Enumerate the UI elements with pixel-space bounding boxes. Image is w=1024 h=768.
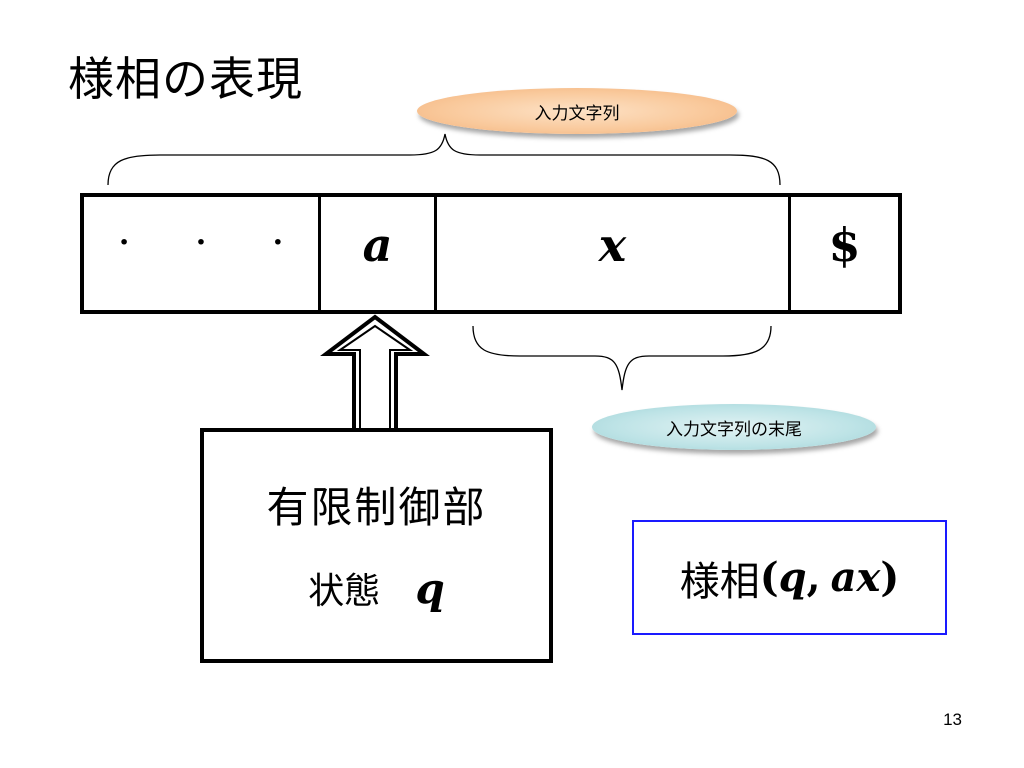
state-row: 状態 q [204, 562, 549, 614]
finite-control-title: 有限制御部 [266, 483, 487, 532]
input-string-callout: 入力文字列 [417, 88, 737, 134]
tape-cell-a: a [321, 197, 437, 310]
state-variable: q [415, 564, 445, 613]
state-label: 状態 [308, 571, 381, 612]
suffix-brace [472, 325, 772, 391]
input-suffix-label: 入力文字列の末尾 [666, 419, 802, 440]
configuration-input: ax [830, 554, 881, 601]
configuration-open-paren: ( [759, 554, 779, 601]
tape-cell-ellipsis: · · · [84, 197, 321, 310]
tape-cell-end-marker: $ [828, 217, 861, 272]
finite-control-box: 有限制御部 状態 q [200, 428, 553, 663]
configuration-close-paren: ) [880, 554, 900, 601]
slide-title: 様相の表現 [68, 52, 303, 106]
read-head-arrow [320, 314, 430, 432]
input-suffix-callout: 入力文字列の末尾 [592, 404, 876, 450]
configuration-label: 様相 [679, 558, 760, 605]
configuration-state: q [778, 554, 807, 601]
tape-cell-x: x [437, 197, 791, 310]
input-string-label: 入力文字列 [534, 103, 620, 124]
configuration-box: 様相 ( q , ax ) [632, 520, 947, 635]
page-number: 13 [943, 710, 962, 729]
input-tape: · · · a x $ [80, 193, 902, 314]
configuration-comma: , [806, 554, 821, 601]
input-brace [107, 133, 781, 186]
